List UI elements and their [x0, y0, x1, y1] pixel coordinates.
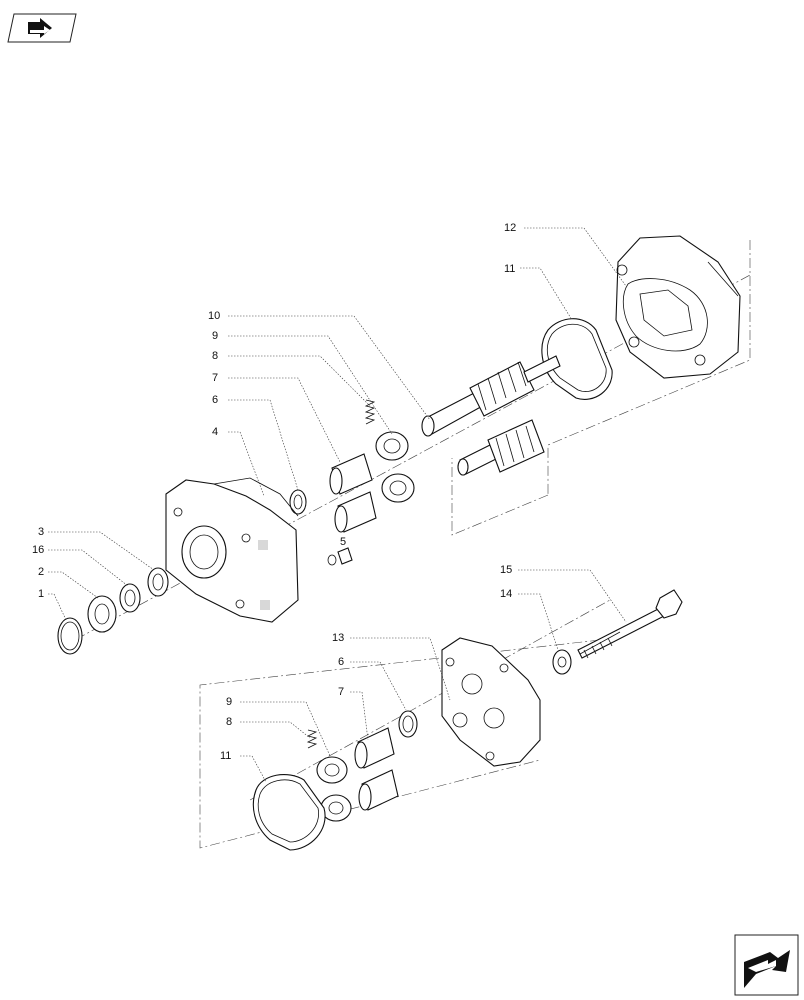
- callout-2: 2: [38, 566, 44, 578]
- part-3-seal: [147, 567, 169, 597]
- part-8-spring-lower: [306, 729, 318, 749]
- part-8-spring-upper: [364, 399, 376, 425]
- callout-3: 3: [38, 526, 44, 538]
- callout-8-upper: 8: [212, 350, 218, 362]
- callout-labels: 12 11 10 9 8 7 6 4 5 3 16 2 1 15 14 13 6…: [32, 222, 516, 762]
- part-5-fitting: [327, 547, 353, 566]
- callout-15: 15: [500, 564, 512, 576]
- part-7-needle-bearings-upper: [329, 453, 377, 533]
- arrow-right-icon: [28, 18, 52, 38]
- callout-5: 5: [340, 536, 346, 548]
- callout-16: 16: [32, 544, 44, 556]
- callout-7-lower: 7: [338, 686, 344, 698]
- part-15-bolt: [577, 589, 683, 659]
- part-16-spacer: [119, 583, 141, 613]
- part-11-seal-upper: [541, 318, 613, 400]
- callout-12: 12: [504, 222, 516, 234]
- part-2-bearing: [87, 595, 117, 633]
- callout-9-lower: 9: [226, 696, 232, 708]
- part-13-gear-housing: [441, 637, 541, 767]
- callout-1: 1: [38, 588, 44, 600]
- part-7-needle-bearings-lower: [354, 727, 399, 811]
- arrow-down-right-icon: [744, 950, 790, 988]
- callout-8-lower: 8: [226, 716, 232, 728]
- callout-13: 13: [332, 632, 344, 644]
- part-6-ring-upper: [289, 489, 307, 515]
- callout-10: 10: [208, 310, 220, 322]
- next-page-button[interactable]: [734, 934, 799, 996]
- part-12-rear-cover: [615, 235, 741, 379]
- part-6-ring-lower: [398, 710, 418, 738]
- previous-page-button[interactable]: [7, 13, 77, 43]
- part-10-drive-gear-shaft: [421, 355, 561, 437]
- callout-4: 4: [212, 426, 218, 438]
- part-14-washer: [552, 649, 572, 675]
- callout-6-upper: 6: [212, 394, 218, 406]
- part-11-seal-lower: [252, 774, 326, 851]
- callout-14: 14: [500, 588, 512, 600]
- callout-6-lower: 6: [338, 656, 344, 668]
- callout-11-lower: 11: [220, 750, 231, 762]
- callout-11-upper: 11: [504, 263, 515, 275]
- callout-7-upper: 7: [212, 372, 218, 384]
- callout-9-upper: 9: [212, 330, 218, 342]
- part-9-bushing-plate-lower: [316, 756, 352, 822]
- leader-lines: [48, 227, 627, 783]
- driven-gear: [457, 419, 545, 476]
- part-1-snap-ring: [57, 617, 83, 655]
- part-4-front-body: [165, 477, 299, 623]
- part-9-bushing-plate-upper: [375, 431, 415, 503]
